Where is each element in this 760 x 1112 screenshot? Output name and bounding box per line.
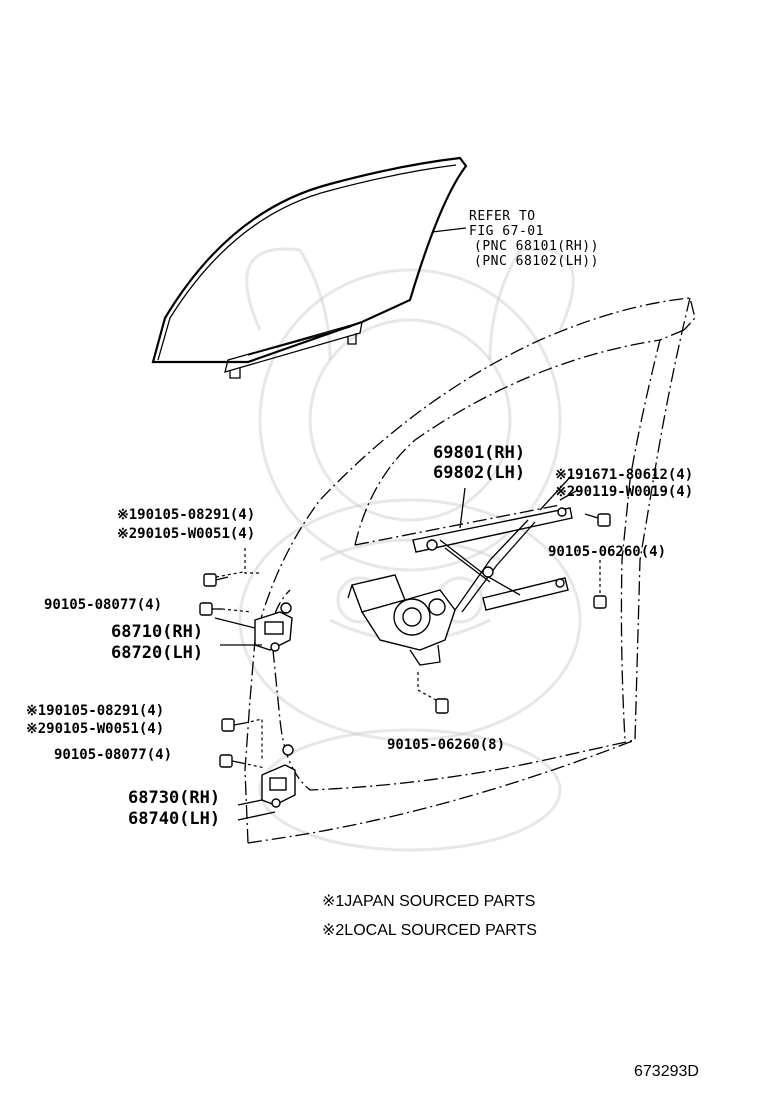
bolt-lower-label: 90105-06260(8) xyxy=(387,737,505,753)
motor-screw-line1: ※191671-80612(4) xyxy=(555,467,693,483)
upper-hinge-rh-label: 68710(RH) xyxy=(111,622,203,642)
leader-lines xyxy=(214,474,601,821)
note-local-sourced: ※2LOCAL SOURCED PARTS xyxy=(322,922,537,939)
hex-bolt-icon xyxy=(584,513,611,527)
lower-hinge-bolt-line3: 90105-08077(4) xyxy=(54,747,172,763)
glass-ref-line1: REFER TO xyxy=(469,209,536,224)
upper-hinge-label: 68710(RH) 68720(LH) xyxy=(111,622,203,663)
glass-ref-line4: (PNC 68102(LH)) xyxy=(474,254,599,269)
hex-bolt-icon xyxy=(593,595,607,609)
notes: ※1JAPAN SOURCED PARTS ※2LOCAL SOURCED PA… xyxy=(322,893,537,939)
hex-bolt-icon xyxy=(221,718,246,732)
motor-screw-line2: ※290119-W0019(4) xyxy=(555,484,693,500)
lower-hinge-rh-label: 68730(RH) xyxy=(128,788,220,808)
window-regulator xyxy=(412,507,573,613)
lower-hinge-lh-label: 68740(LH) xyxy=(128,809,220,829)
glass-reference-label: REFER TO FIG 67-01 (PNC 68101(RH)) (PNC … xyxy=(469,209,599,269)
regulator-rh-label: 69801(RH) xyxy=(433,443,525,463)
regulator-label: 69801(RH) 69802(LH) xyxy=(433,443,525,483)
door-glass xyxy=(151,156,468,379)
lower-hinge-bolts-label: ※190105-08291(4) ※290105-W0051(4) 90105-… xyxy=(26,703,172,763)
upper-hinge-bolt-line1: ※190105-08291(4) xyxy=(117,507,255,523)
figure-number: 673293D xyxy=(634,1063,699,1080)
upper-hinge-lh-label: 68720(LH) xyxy=(111,643,203,663)
regulator-motor xyxy=(347,574,456,666)
hex-bolt-icon xyxy=(219,754,243,768)
upper-hinge-bolt-line2: ※290105-W0051(4) xyxy=(117,526,255,542)
motor-screws-label: ※191671-80612(4) ※290119-W0019(4) xyxy=(555,467,693,500)
upper-hinge-bolts-label: ※190105-08291(4) ※290105-W0051(4) 90105-… xyxy=(44,507,255,613)
bolt-upper-right-label: 90105-06260(4) xyxy=(548,544,666,560)
note-japan-sourced: ※1JAPAN SOURCED PARTS xyxy=(322,893,535,910)
glass-ref-line3: (PNC 68101(RH)) xyxy=(474,239,599,254)
upper-door-hinge xyxy=(254,602,293,652)
samurai-helmet-watermark-icon xyxy=(238,247,582,852)
lower-hinge-bolt-line2: ※290105-W0051(4) xyxy=(26,721,164,737)
hex-bolt-icon xyxy=(435,698,449,714)
upper-hinge-bolt-line3: 90105-08077(4) xyxy=(44,597,162,613)
door-frame xyxy=(244,297,696,844)
lower-hinge-label: 68730(RH) 68740(LH) xyxy=(128,788,220,829)
regulator-lh-label: 69802(LH) xyxy=(433,463,525,483)
lower-hinge-bolt-line1: ※190105-08291(4) xyxy=(26,703,164,719)
bolts xyxy=(199,513,611,768)
lower-door-hinge xyxy=(261,744,296,808)
hex-bolt-icon xyxy=(203,573,229,587)
hex-bolt-icon xyxy=(199,602,222,616)
glass-ref-line2: FIG 67-01 xyxy=(469,224,544,239)
